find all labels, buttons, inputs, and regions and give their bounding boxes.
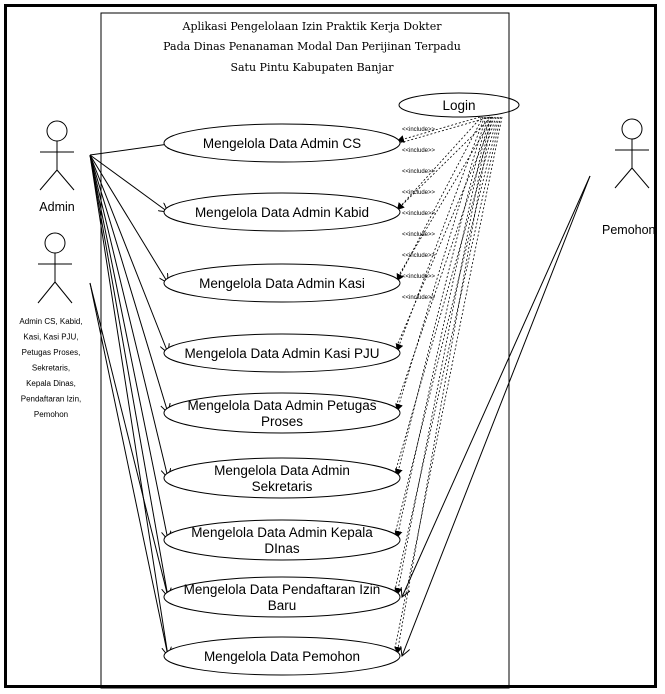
staff-label-line: Kepala Dinas, (26, 379, 76, 388)
include-relation (394, 116, 488, 477)
system-boundary (100, 12, 510, 689)
include-label: <<include>> (402, 274, 436, 280)
include-label: <<include>> (402, 127, 436, 133)
use-case-label: Baru (268, 598, 297, 613)
staff-label-line: Petugas Proses, (22, 348, 81, 357)
include-label: <<include>> (402, 148, 436, 154)
staff-label-line: Admin CS, Kabid, (19, 317, 82, 326)
include-relation (396, 116, 481, 143)
admin-actor-label: Admin (39, 200, 74, 214)
pemohon-association (402, 175, 591, 656)
admin-association (89, 143, 176, 156)
pemohon-actor (614, 118, 650, 189)
include-label: <<include>> (402, 211, 436, 217)
system-title-line-3: Satu Pintu Kabupaten Banjar (230, 61, 394, 74)
use-case-label: Proses (261, 414, 303, 429)
include-relation (392, 116, 503, 659)
include-relation (394, 116, 493, 655)
include-label: <<include>> (402, 190, 436, 196)
use-case-label: Mengelola Data Admin Kepala (191, 525, 373, 540)
admin-actor (39, 120, 75, 191)
staff-label-line: Pendaftaran Izin, (21, 395, 81, 404)
staff-association (89, 282, 169, 598)
staff-label-line: Pemohon (34, 410, 68, 419)
include-relation (392, 116, 500, 543)
admin-association (89, 154, 168, 656)
use-case-ellipse (163, 636, 401, 676)
use-case-label: Mengelola Data Pemohon (204, 649, 360, 664)
admin-association (89, 154, 168, 413)
include-relation (395, 116, 485, 352)
pemohon-actor-label: Pemohon (602, 223, 656, 237)
use-case-ellipse (163, 457, 401, 499)
admin-association (89, 154, 168, 353)
staff-label-line: Sekretaris, (32, 364, 70, 373)
staff-label-line: Kasi, Kasi PJU, (23, 333, 78, 342)
login-use-case (398, 92, 520, 118)
include-label: <<include>> (402, 169, 436, 175)
use-case-label: DInas (264, 541, 300, 556)
include-relation (394, 116, 491, 596)
include-relation (396, 116, 484, 282)
use-case-ellipse (163, 519, 401, 561)
include-relation (392, 116, 491, 146)
use-case-label: Mengelola Data Admin CS (203, 136, 361, 151)
use-case-label: Mengelola Data Admin Petugas (187, 398, 376, 413)
use-case-ellipse (163, 123, 401, 163)
include-relation (395, 116, 487, 412)
pemohon-association (402, 175, 591, 597)
admin-association (89, 154, 168, 283)
include-relation (392, 116, 492, 215)
admin-association (89, 154, 168, 597)
include-label: <<include>> (402, 232, 436, 238)
login-label: Login (442, 98, 475, 113)
use-case-label: Mengelola Data Pendaftaran Izin (184, 582, 381, 597)
admin-association (89, 154, 168, 478)
admin-association (89, 154, 168, 540)
use-case-ellipse (163, 392, 401, 434)
admin-association (89, 154, 168, 212)
staff-actor (37, 232, 73, 304)
use-case-ellipse (163, 333, 401, 373)
use-case-ellipse (163, 576, 401, 618)
staff-association (89, 282, 169, 657)
include-label: <<include>> (402, 295, 436, 301)
use-case-label: Sekretaris (252, 479, 313, 494)
include-relation (392, 116, 495, 356)
use-case-ellipse (163, 263, 401, 303)
use-case-label: Mengelola Data Admin Kasi PJU (184, 346, 379, 361)
system-title-line-1: Aplikasi Pengelolaan Izin Praktik Kerja … (182, 20, 443, 33)
system-title-line-2: Pada Dinas Penanaman Modal Dan Perijinan… (163, 40, 461, 53)
include-relation (396, 116, 482, 211)
include-relation (392, 116, 498, 481)
include-label: <<include>> (402, 253, 436, 259)
include-relation (392, 116, 494, 286)
use-case-label: Mengelola Data Admin Kasi (199, 276, 365, 291)
staff-actor-label: Admin CS, Kabid, Kasi, Kasi PJU, Petugas P… (19, 317, 82, 419)
use-case-label: Mengelola Data Admin (214, 463, 350, 478)
use-case-ellipse (163, 192, 401, 232)
include-relation (394, 116, 490, 539)
use-case-label: Mengelola Data Admin Kabid (195, 205, 369, 220)
include-relation (392, 116, 497, 416)
